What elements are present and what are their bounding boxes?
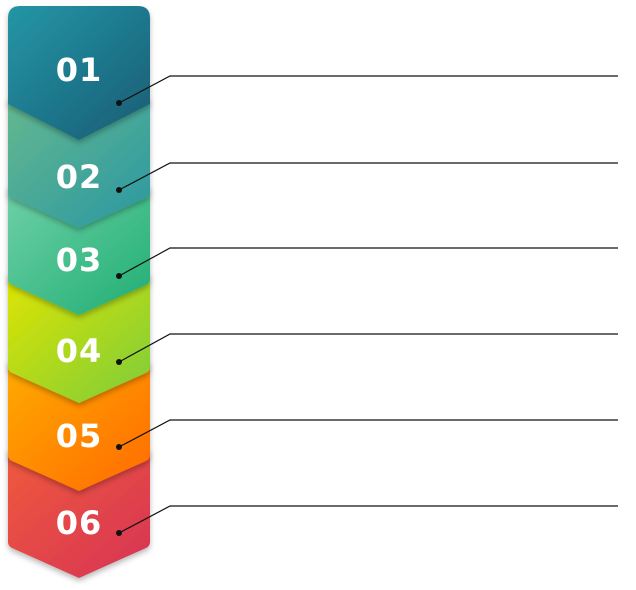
connector-dot [116,187,122,193]
connector-line [118,419,618,448]
step-number-label: 03 [56,241,103,279]
step-number-label: 04 [56,332,103,370]
connector-line [118,333,618,363]
connector-04 [116,333,618,365]
step-block-shape [8,449,150,578]
step-block-shape [8,361,150,491]
connector-line [118,505,618,534]
step-block-02: 02 [8,98,150,228]
connector-lines [116,75,618,536]
step-number-label: 06 [56,504,103,542]
connector-dot [116,273,122,279]
connector-05 [116,419,618,450]
step-number-label: 02 [56,158,103,196]
step-number-label: 01 [56,51,103,89]
connector-03 [116,247,618,279]
step-block-shape [8,273,150,403]
connector-line [118,162,618,191]
connector-dot [116,444,122,450]
step-block-01: 01 [8,6,150,140]
step-block-shape [8,186,150,315]
step-block-06: 06 [8,449,150,578]
connector-dot [116,359,122,365]
connector-dot [116,100,122,106]
connector-01 [116,75,618,106]
step-block-shape [8,98,150,228]
connector-02 [116,162,618,193]
step-block-03: 03 [8,186,150,315]
connector-dot [116,530,122,536]
step-blocks: 06 05 04 03 02 01 [8,6,150,578]
connector-line [118,75,618,104]
step-block-04: 04 [8,273,150,403]
step-block-shape [8,6,150,140]
step-block-05: 05 [8,361,150,491]
connector-06 [116,505,618,536]
step-number-label: 05 [56,417,103,455]
connector-line [118,247,618,277]
